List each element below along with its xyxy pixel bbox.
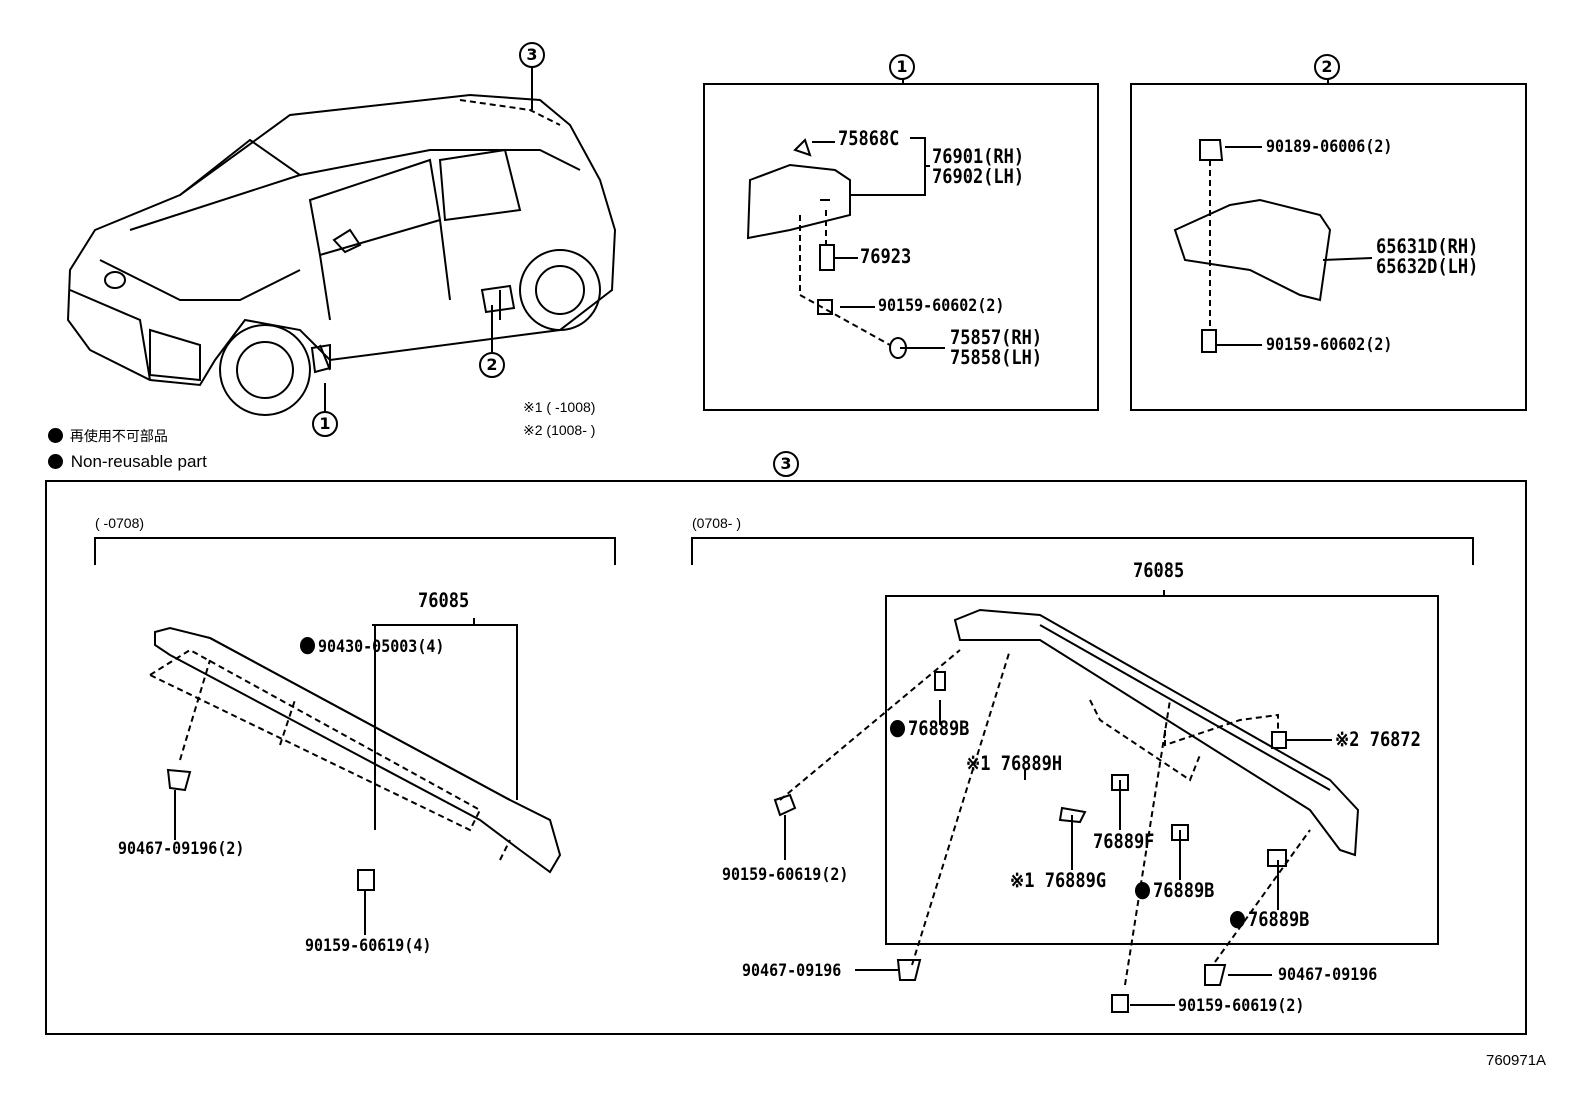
detail-box-3 (45, 480, 1527, 1035)
non-reusable-dot-icon (1230, 911, 1245, 929)
figure-id: 760971A (1486, 1052, 1547, 1069)
part-76901: 76901(RH) (932, 145, 1025, 169)
part-90159-60602-box1: 90159-60602(2) (878, 294, 1005, 316)
part-76085-right: 76085 (1133, 559, 1185, 583)
part-90467-left: 90467-09196(2) (118, 837, 245, 859)
part-76902: 76902(LH) (932, 165, 1025, 189)
non-reusable-dot-icon (300, 637, 315, 655)
part-76923: 76923 (860, 245, 912, 269)
part-90159-60619-left: 90159-60619(4) (305, 934, 432, 956)
callout-2-box: 2 (1314, 54, 1340, 80)
part-65631d: 65631D(RH) (1376, 235, 1479, 259)
part-90159-60619-right-b: 90159-60619(2) (1178, 994, 1305, 1016)
part-75868c: 75868C (838, 127, 900, 151)
range-left: ( -0708) (95, 515, 145, 531)
part-76889b-2: 76889B (1135, 881, 1214, 902)
part-90467-right-a: 90467-09196 (742, 959, 842, 981)
part-76889h: ※1 76889H (966, 752, 1063, 776)
callout-1-car: 1 (312, 411, 338, 437)
part-75857: 75857(RH) (950, 326, 1043, 350)
callout-3-box: 3 (773, 451, 799, 477)
part-90159-60602-box2: 90159-60602(2) (1266, 333, 1393, 355)
range-right: (0708- ) (692, 515, 742, 531)
note-1: ※1 ( -1008) (523, 399, 596, 415)
detail-box-3-inner (885, 595, 1439, 945)
note-2: ※2 (1008- ) (523, 422, 596, 438)
legend-en: Non-reusable part (48, 453, 207, 470)
callout-1-box: 1 (889, 54, 915, 80)
detail-box-1 (703, 83, 1099, 411)
part-76085-left: 76085 (418, 589, 470, 613)
legend-jp: 再使用不可部品 (48, 428, 168, 443)
part-76872: ※2 76872 (1335, 728, 1421, 752)
car-illustration (66, 93, 617, 416)
non-reusable-dot-icon (890, 720, 905, 738)
non-reusable-dot-icon (48, 454, 63, 469)
part-90159-60619-right-a: 90159-60619(2) (722, 863, 849, 885)
non-reusable-dot-icon (48, 428, 63, 443)
part-90467-right-b: 90467-09196 (1278, 963, 1378, 985)
detail-box-2 (1130, 83, 1527, 411)
part-76889b-1: 76889B (890, 719, 969, 740)
part-90430: 90430-05003(4) (300, 637, 444, 655)
callout-2-car: 2 (479, 352, 505, 378)
part-90189: 90189-06006(2) (1266, 135, 1393, 157)
part-65632d: 65632D(LH) (1376, 255, 1479, 279)
callout-3-car: 3 (519, 42, 545, 68)
part-76889f: 76889F (1093, 830, 1155, 854)
part-76889b-3: 76889B (1230, 910, 1309, 931)
non-reusable-dot-icon (1135, 882, 1150, 900)
part-75858: 75858(LH) (950, 346, 1043, 370)
part-76889g: ※1 76889G (1010, 869, 1107, 893)
